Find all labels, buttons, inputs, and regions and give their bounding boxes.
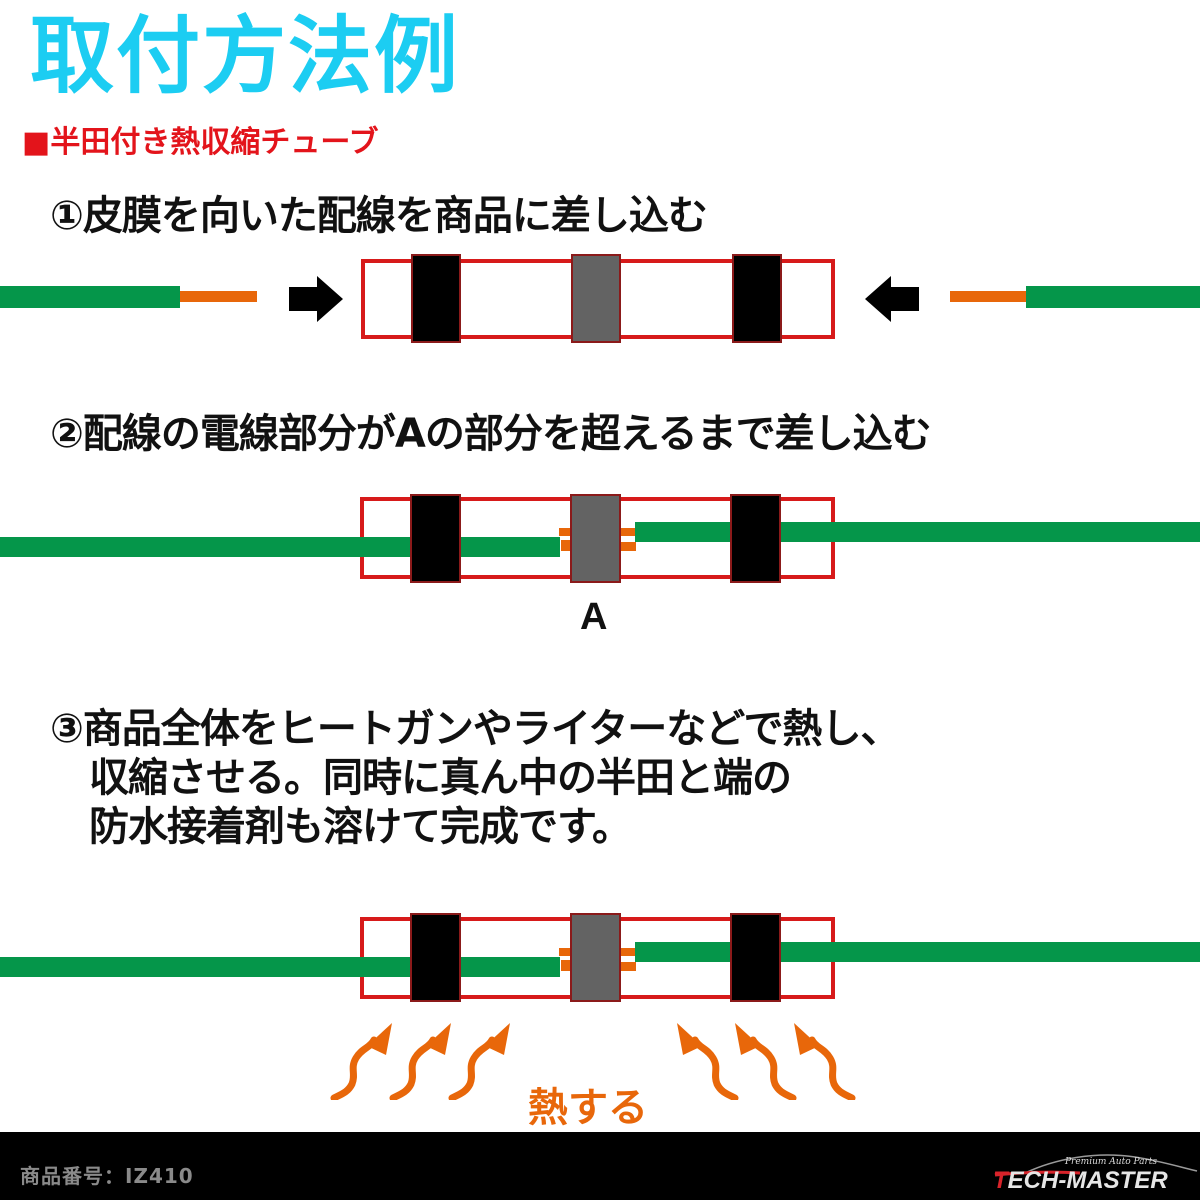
left-wire-insulation bbox=[0, 957, 560, 977]
right-wire-conductor-top bbox=[620, 948, 635, 956]
logo-initial: T bbox=[993, 1167, 1008, 1194]
adhesive-band-left bbox=[411, 254, 461, 343]
heat-arrow-icon bbox=[452, 1023, 510, 1098]
right-wire-insulation bbox=[635, 942, 1200, 962]
right-wire-insulation bbox=[635, 522, 1200, 542]
heat-arrow-icon bbox=[794, 1023, 852, 1098]
step-3-line-1: ③商品全体をヒートガンやライターなどで熱し、 bbox=[50, 706, 900, 752]
step-2-instruction: ②配線の電線部分がAの部分を超えるまで差し込む bbox=[50, 411, 932, 457]
heat-label: 熱する bbox=[528, 1085, 648, 1131]
section-subtitle: ■半田付き熱収縮チューブ bbox=[22, 125, 379, 160]
solder-band bbox=[570, 913, 621, 1002]
adhesive-band-left bbox=[410, 494, 461, 583]
step-3-instruction: ③商品全体をヒートガンやライターなどで熱し、 収縮させる。同時に真ん中の半田と端… bbox=[50, 705, 900, 851]
diagram-step-2 bbox=[0, 494, 1200, 583]
logo-tagline: Premium Auto Parts bbox=[1065, 1157, 1158, 1167]
arrow-right-icon bbox=[289, 276, 343, 322]
heat-arrow-icon bbox=[393, 1023, 451, 1098]
right-wire-conductor-top bbox=[620, 528, 635, 536]
left-wire-insulation bbox=[0, 286, 180, 308]
left-wire-conductor-bottom bbox=[561, 960, 573, 971]
logo-rest: ECH-MASTER bbox=[1007, 1167, 1168, 1194]
right-wire-conductor-bottom bbox=[620, 542, 636, 551]
heat-arrow-icon bbox=[735, 1023, 793, 1098]
left-wire-conductor-bottom bbox=[561, 540, 573, 551]
point-a-label: A bbox=[580, 596, 608, 638]
left-wire-insulation bbox=[0, 537, 560, 557]
footer-bar bbox=[0, 1132, 1200, 1200]
car-silhouette-icon bbox=[994, 1154, 1198, 1177]
diagram-step-1 bbox=[0, 254, 1200, 343]
left-wire-conductor-top bbox=[559, 948, 573, 956]
adhesive-band-left bbox=[410, 913, 461, 1002]
page-title: 取付方法例 bbox=[30, 7, 461, 105]
arrow-left-icon bbox=[865, 276, 919, 322]
step-3-line-3: 防水接着剤も溶けて完成です。 bbox=[50, 803, 632, 850]
left-wire-conductor-top bbox=[559, 528, 573, 536]
adhesive-band-right bbox=[732, 254, 782, 343]
product-number: 商品番号：IZ410 bbox=[20, 1164, 194, 1188]
right-wire-conductor-bottom bbox=[620, 962, 636, 971]
right-wire-conductor bbox=[950, 291, 1027, 302]
heat-arrow-icon bbox=[677, 1023, 735, 1098]
diagram-step-3 bbox=[0, 913, 1200, 1002]
brand-logo: Premium Auto Parts TECH-MASTER bbox=[985, 1145, 1200, 1200]
adhesive-band-right bbox=[730, 494, 781, 583]
solder-band bbox=[571, 254, 621, 343]
solder-band bbox=[570, 494, 621, 583]
right-wire-insulation bbox=[1026, 286, 1200, 308]
logo-wordmark: TECH-MASTER bbox=[993, 1167, 1168, 1195]
left-wire-conductor bbox=[180, 291, 257, 302]
adhesive-band-right bbox=[730, 913, 781, 1002]
step-3-line-2: 収縮させる。同時に真ん中の半田と端の bbox=[50, 754, 792, 801]
heat-arrow-icon bbox=[334, 1023, 392, 1098]
step-1-instruction: ①皮膜を向いた配線を商品に差し込む bbox=[50, 193, 708, 239]
